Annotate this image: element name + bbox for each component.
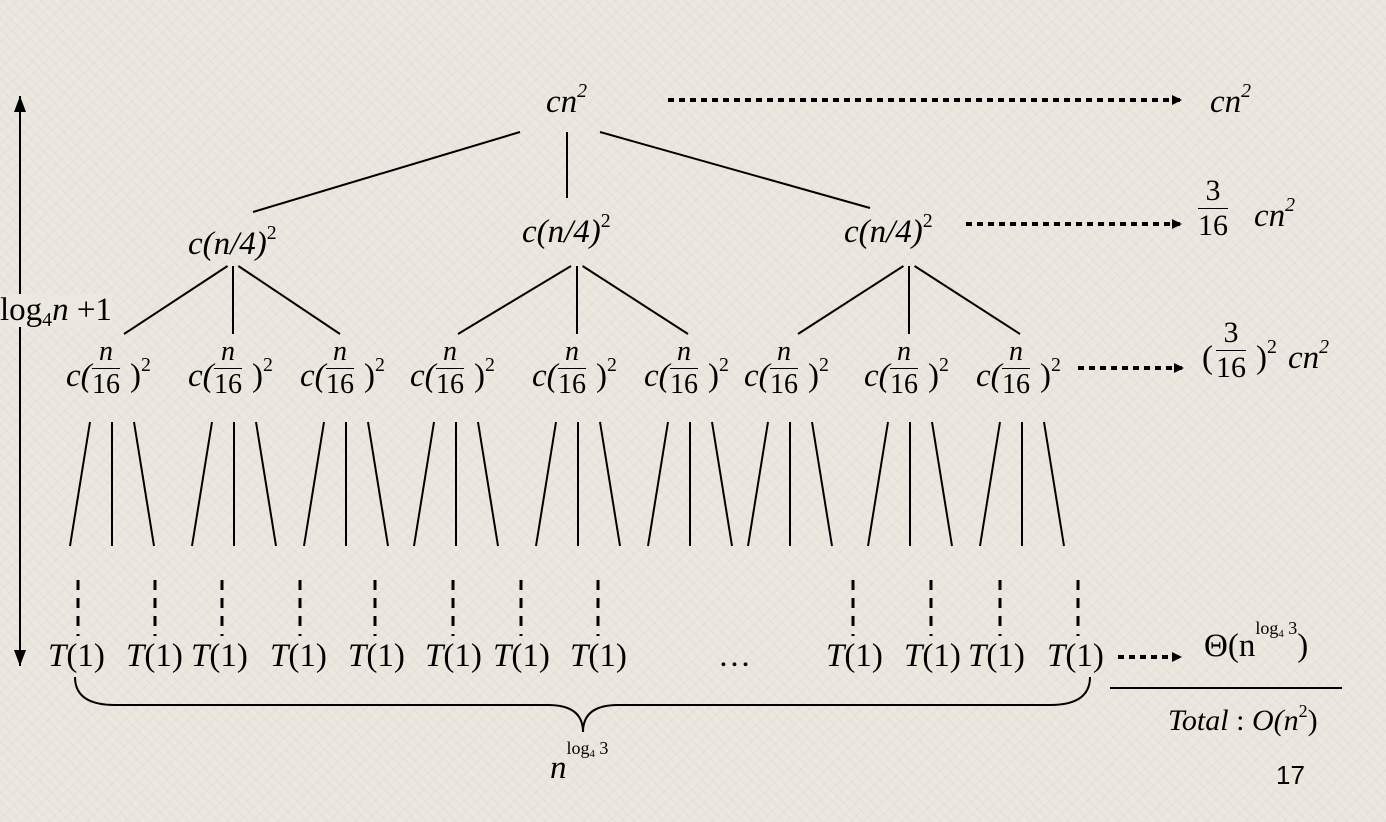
- leaf-node: T(1): [1047, 638, 1104, 674]
- leaf-node: T(1): [191, 638, 248, 674]
- root-edge: [599, 131, 871, 209]
- leaf-node: T(1): [348, 638, 405, 674]
- level2-edge: [599, 421, 621, 547]
- level1-edge: [457, 265, 572, 335]
- level2-edge: [367, 421, 389, 547]
- leaf-node: T(1): [425, 638, 482, 674]
- row-sum-level0: cn2: [1210, 80, 1252, 120]
- level1-edge: [582, 265, 689, 335]
- leaf-node: T(1): [968, 638, 1025, 674]
- height-arrow-top-head: [14, 96, 26, 112]
- level1-node-right: c(n/4)2: [844, 210, 933, 250]
- leaf-node: T(1): [126, 638, 183, 674]
- level2-edge: [133, 421, 155, 547]
- row-sum-leaves: Θ(nlog4 3): [1204, 618, 1309, 664]
- tree-edges: [69, 131, 1065, 547]
- level2-edge: [255, 421, 277, 547]
- level2-edge: [867, 421, 889, 547]
- level1-edge: [123, 265, 229, 335]
- row-sum-arrows: [668, 95, 1184, 662]
- level1-node-left: c(n/4)2: [188, 222, 277, 262]
- leaf-node: T(1): [904, 638, 961, 674]
- level2-edge: [931, 421, 953, 547]
- level2-edge: [811, 421, 833, 547]
- level2-edge: [535, 421, 557, 547]
- leaf-node: T(1): [270, 638, 327, 674]
- root-edge: [252, 131, 521, 213]
- level1-node-middle: c(n/4)2: [522, 210, 611, 250]
- leaf-count-label: nlog4 3: [550, 738, 609, 786]
- level2-edge: [747, 421, 769, 547]
- height-label: log4n +1: [0, 292, 112, 331]
- level2-edge: [303, 421, 325, 547]
- root-node: cn2: [546, 80, 588, 120]
- leaf-node: T(1): [570, 638, 627, 674]
- level2-edge: [477, 421, 499, 547]
- level2-edge: [1043, 421, 1065, 547]
- level2-edge: [413, 421, 435, 547]
- leaf-ellipsis: …: [718, 638, 751, 674]
- level1-edge: [237, 265, 341, 335]
- level1-edge: [797, 265, 904, 335]
- level2-edge: [711, 421, 733, 547]
- level2-edge: [979, 421, 1001, 547]
- height-arrow-bottom-head: [14, 650, 26, 666]
- leaf-node: T(1): [493, 638, 550, 674]
- level1-edge: [914, 265, 1021, 335]
- leaf-dashed-connectors: [76, 580, 1080, 636]
- level2-edge: [191, 421, 213, 547]
- leaf-node: T(1): [48, 638, 105, 674]
- level2-edge: [647, 421, 669, 547]
- leaf-count-brace: [74, 676, 1091, 733]
- level2-edge: [69, 421, 91, 547]
- leaf-node: T(1): [826, 638, 883, 674]
- page-number: 17: [1276, 760, 1305, 790]
- total-label: Total : O(n2): [1168, 700, 1318, 737]
